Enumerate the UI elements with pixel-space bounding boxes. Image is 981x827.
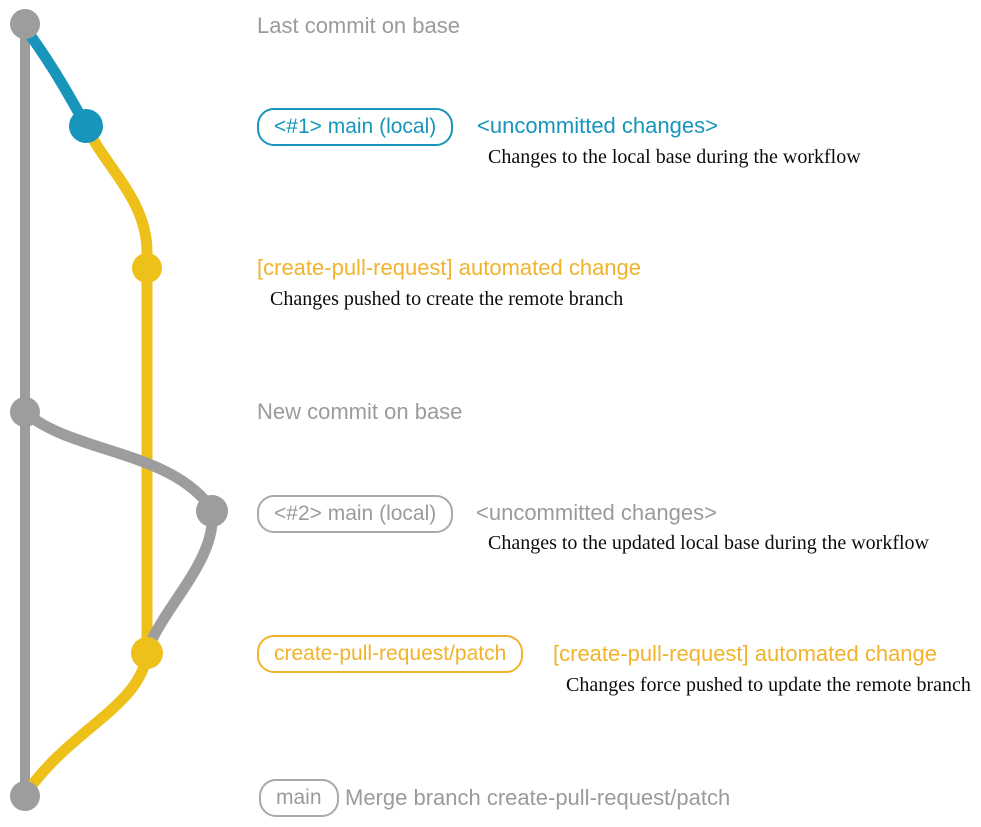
badge-main-local-2: <#2> main (local) xyxy=(257,495,454,533)
commit-automated-change-1 xyxy=(132,253,162,283)
commit-new-on-base xyxy=(10,397,40,427)
heading-uncommitted-changes-1: <uncommitted changes> xyxy=(477,113,718,138)
badge-main: main xyxy=(259,779,339,817)
local-main-branch-curve xyxy=(19,22,92,132)
heading-automated-change-1: [create-pull-request] automated change xyxy=(257,255,642,280)
merge-into-main-curve xyxy=(21,647,153,798)
desc-uncommitted-changes-2: Changes to the updated local base during… xyxy=(488,532,929,554)
heading-automated-change-2: [create-pull-request] automated change xyxy=(553,641,938,666)
base-update-curve xyxy=(19,406,214,510)
caption-merge-branch: Merge branch create-pull-request/patch xyxy=(345,785,731,810)
desc-automated-change-1: Changes pushed to create the remote bran… xyxy=(270,288,624,310)
commit-merge xyxy=(10,781,40,811)
commit-automated-change-2 xyxy=(131,637,163,669)
badge-main-local-1: <#1> main (local) xyxy=(257,108,454,146)
commit-last-on-base xyxy=(10,9,40,39)
desc-uncommitted-changes-1: Changes to the local base during the wor… xyxy=(488,146,861,168)
patch-branch-curve xyxy=(80,120,153,659)
commit-uncommitted-2 xyxy=(196,495,228,527)
heading-uncommitted-changes-2: <uncommitted changes> xyxy=(476,500,717,525)
desc-automated-change-2: Changes force pushed to update the remot… xyxy=(566,674,971,696)
caption-new-commit-on-base: New commit on base xyxy=(257,399,463,424)
caption-last-commit-on-base: Last commit on base xyxy=(257,13,460,38)
rebase-curve xyxy=(143,505,218,652)
commit-uncommitted-1 xyxy=(69,109,103,143)
badge-create-pull-request-patch: create-pull-request/patch xyxy=(257,635,524,673)
